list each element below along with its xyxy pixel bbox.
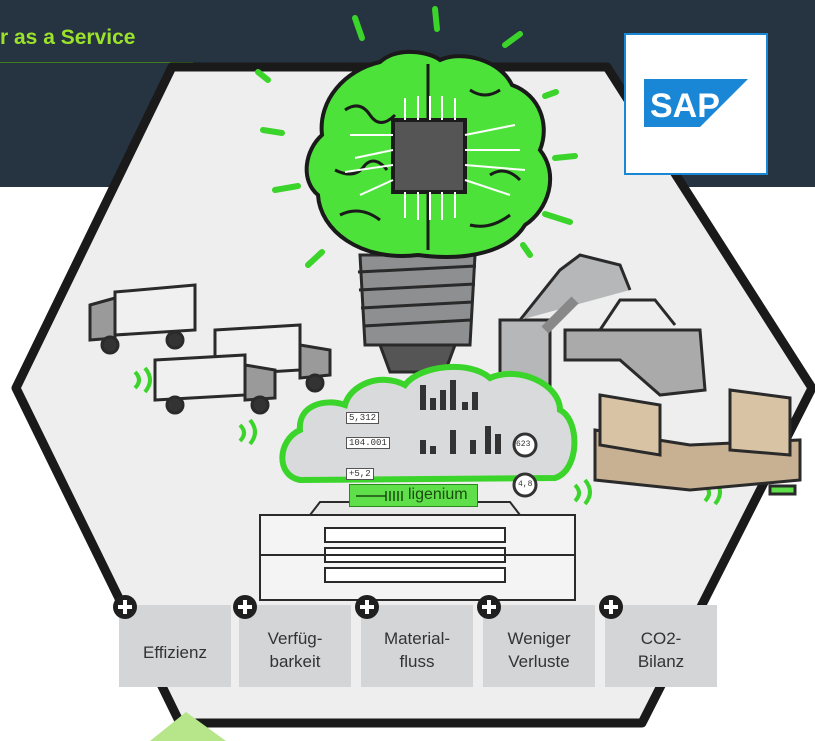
light-rays-icon [255, 6, 578, 268]
benefit-card: Effizienz [113, 595, 231, 687]
metric-readout: 104.001 [346, 437, 390, 449]
metric-readout: 5,312 [346, 412, 380, 424]
gauge-value: 623 [516, 440, 531, 449]
benefit-card: Material- fluss [355, 595, 473, 687]
benefit-label: Weniger Verluste [507, 629, 571, 671]
ligenium-label: ligenium [408, 486, 468, 503]
benefit-label: Material- fluss [383, 629, 451, 671]
sap-logo-icon: SAP [644, 79, 748, 127]
plus-icon [233, 595, 257, 619]
gauge-icon [512, 472, 538, 498]
cart-icon [593, 388, 802, 496]
trucks-icon [88, 283, 332, 415]
sap-logo-text: SAP [650, 87, 720, 125]
gauge-icon [512, 432, 538, 458]
ligenium-banner: ligenium [349, 484, 478, 507]
benefit-label: Verfüg- barkeit [267, 629, 323, 671]
banner-title: r as a Service [0, 26, 136, 49]
brain-icon [304, 49, 552, 259]
plus-icon [355, 595, 379, 619]
bulb-socket [357, 253, 477, 374]
benefit-label: CO2- Bilanz [637, 629, 685, 671]
robot-arm-icon [498, 253, 707, 412]
server-rack-icon [259, 501, 576, 601]
plus-icon [477, 595, 501, 619]
metric-readout: +5,2 [346, 468, 374, 480]
gauge-value: 4,8 [518, 480, 533, 489]
sap-logo-tile: SAP [624, 33, 768, 175]
bar-chart-icon [420, 380, 501, 454]
benefit-card: CO2- Bilanz [599, 595, 717, 687]
plus-icon [599, 595, 623, 619]
cloud-dashboard [279, 363, 578, 484]
benefit-card: Verfüg- barkeit [233, 595, 351, 687]
plus-icon [113, 595, 137, 619]
ligenium-logo-icon [356, 491, 403, 501]
benefit-card: Weniger Verluste [477, 595, 595, 687]
glow-shape [150, 712, 226, 741]
benefit-label: Effizienz [143, 643, 207, 662]
chip-icon [391, 118, 467, 194]
title-underline [0, 62, 193, 63]
